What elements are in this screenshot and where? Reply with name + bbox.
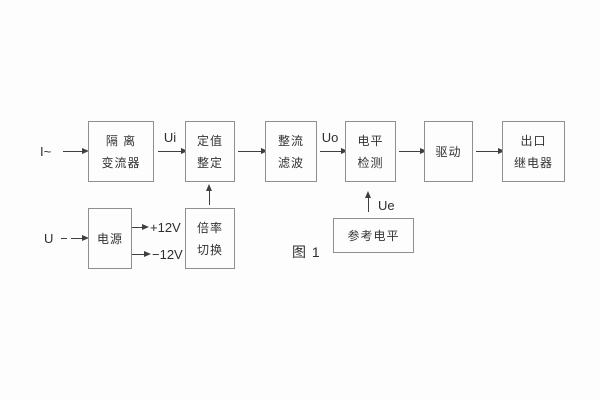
- block-reference-level: 参考电平: [333, 218, 414, 253]
- block-driver-label: 驱动: [435, 144, 462, 159]
- arrow-ue: [365, 191, 371, 212]
- arrow-minus-12v: [132, 251, 151, 257]
- block-output-relay: 出口 继电器: [502, 121, 565, 182]
- label-minus-12v: −12V: [152, 247, 183, 262]
- arrow-input-voltage: [71, 235, 89, 241]
- block-rectifier-line1: 整流: [277, 133, 304, 148]
- label-ue: Ue: [378, 198, 395, 213]
- figure-caption: 图 1: [292, 244, 321, 260]
- block-ratio-switch: 倍率 切换: [185, 208, 235, 269]
- arrow-input-current: [63, 148, 89, 154]
- label-plus-12v: +12V: [150, 220, 181, 235]
- block-isolation-transformer: 隔 离 变流器: [88, 121, 154, 182]
- block-setpoint-line2: 整定: [196, 155, 223, 170]
- arrow-driver-to-relay: [476, 148, 505, 154]
- arrow-ratio-to-setpoint: [206, 184, 212, 205]
- block-isolation-line2: 变流器: [101, 155, 141, 170]
- line-input-voltage-dash: [61, 238, 67, 239]
- block-rectifier-line2: 滤波: [277, 155, 304, 170]
- block-reference-label: 参考电平: [347, 228, 400, 243]
- arrow-uo: [320, 148, 348, 154]
- block-setpoint-line1: 定值: [196, 133, 223, 148]
- block-ratio-line2: 切换: [196, 242, 223, 257]
- block-isolation-line1: 隔 离: [105, 133, 137, 148]
- label-uo: Uo: [321, 130, 339, 145]
- label-input-voltage: U: [44, 231, 54, 246]
- block-ratio-line1: 倍率: [196, 220, 223, 235]
- block-level-detector: 电平 检测: [345, 121, 396, 182]
- block-rectifier-filter: 整流 滤波: [265, 121, 317, 182]
- block-setpoint-adjust: 定值 整定: [185, 121, 235, 182]
- block-power-supply: 电源: [88, 208, 132, 269]
- block-level-line1: 电平: [357, 133, 384, 148]
- arrow-plus-12v: [132, 224, 149, 230]
- block-power-label: 电源: [96, 231, 123, 246]
- block-level-line2: 检测: [357, 155, 384, 170]
- block-driver: 驱动: [424, 121, 473, 182]
- label-ui: Ui: [163, 130, 177, 145]
- arrow-ui: [158, 148, 188, 154]
- block-relay-line1: 出口: [520, 133, 547, 148]
- block-relay-line2: 继电器: [513, 155, 553, 170]
- label-input-current: I~: [40, 144, 52, 159]
- arrow-level-to-driver: [399, 148, 427, 154]
- arrow-setpoint-to-rectifier: [238, 148, 268, 154]
